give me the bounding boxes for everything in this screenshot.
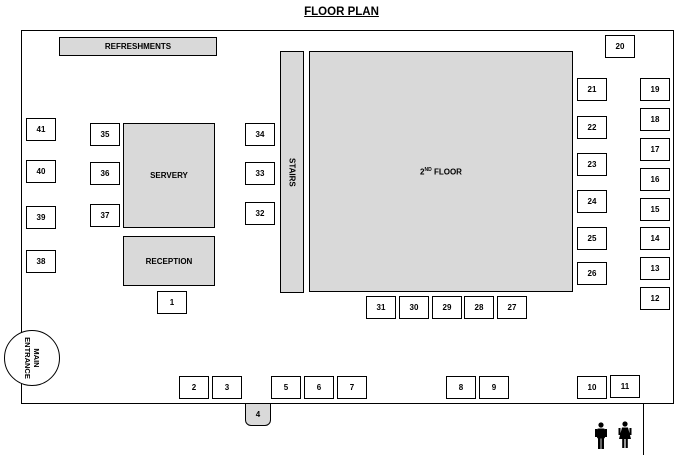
booth-23: 23	[577, 153, 607, 176]
second-floor-word: FLOOR	[431, 167, 462, 177]
booth-10: 10	[577, 376, 607, 399]
refreshments-label: REFRESHMENTS	[104, 42, 172, 51]
main-entrance: MAIN ENTRANCE	[4, 330, 60, 386]
booth-15: 15	[640, 198, 670, 221]
booth-30: 30	[399, 296, 429, 319]
booth-39: 39	[26, 206, 56, 229]
refreshments-area: REFRESHMENTS	[59, 37, 217, 56]
booth-25: 25	[577, 227, 607, 250]
booth-9: 9	[479, 376, 509, 399]
booth-1: 1	[157, 291, 187, 314]
booth-27: 27	[497, 296, 527, 319]
booth-4: 4	[245, 403, 271, 426]
stairs-area: STAIRS	[280, 51, 304, 293]
booth-35: 35	[90, 123, 120, 146]
main-entrance-label: MAIN ENTRANCE	[22, 337, 41, 379]
second-floor-label: 2ND FLOOR	[420, 167, 462, 177]
booth-2: 2	[179, 376, 209, 399]
booth-11: 11	[610, 375, 640, 398]
booth-32: 32	[245, 202, 275, 225]
booth-34: 34	[245, 123, 275, 146]
booth-3: 3	[212, 376, 242, 399]
booth-13: 13	[640, 257, 670, 280]
booth-8: 8	[446, 376, 476, 399]
booth-40: 40	[26, 160, 56, 183]
booth-29: 29	[432, 296, 462, 319]
servery-area: SERVERY	[123, 123, 215, 228]
booth-22: 22	[577, 116, 607, 139]
second-floor-area: 2ND FLOOR	[309, 51, 573, 292]
booth-38: 38	[26, 250, 56, 273]
stairs-label: STAIRS	[287, 157, 297, 187]
second-floor-suffix: ND	[424, 166, 432, 173]
booth-41: 41	[26, 118, 56, 141]
booth-12: 12	[640, 287, 670, 310]
booth-19: 19	[640, 78, 670, 101]
booth-16: 16	[640, 168, 670, 191]
page-title: FLOOR PLAN	[304, 6, 379, 18]
booth-26: 26	[577, 262, 607, 285]
second-floor-number: 2	[420, 167, 425, 177]
booth-14: 14	[640, 227, 670, 250]
wall-right-lower	[643, 403, 644, 455]
booth-36: 36	[90, 162, 120, 185]
booth-17: 17	[640, 138, 670, 161]
female-toilet-icon	[618, 421, 632, 448]
booth-5: 5	[271, 376, 301, 399]
reception-area: RECEPTION	[123, 236, 215, 286]
booth-24: 24	[577, 190, 607, 213]
male-toilet-icon	[595, 422, 607, 449]
booth-6: 6	[304, 376, 334, 399]
booth-37: 37	[90, 204, 120, 227]
booth-18: 18	[640, 108, 670, 131]
booth-28: 28	[464, 296, 494, 319]
booth-33: 33	[245, 162, 275, 185]
booth-7: 7	[337, 376, 367, 399]
booth-21: 21	[577, 78, 607, 101]
booth-20: 20	[605, 35, 635, 58]
reception-label: RECEPTION	[145, 256, 193, 266]
servery-label: SERVERY	[150, 171, 188, 180]
booth-31: 31	[366, 296, 396, 319]
